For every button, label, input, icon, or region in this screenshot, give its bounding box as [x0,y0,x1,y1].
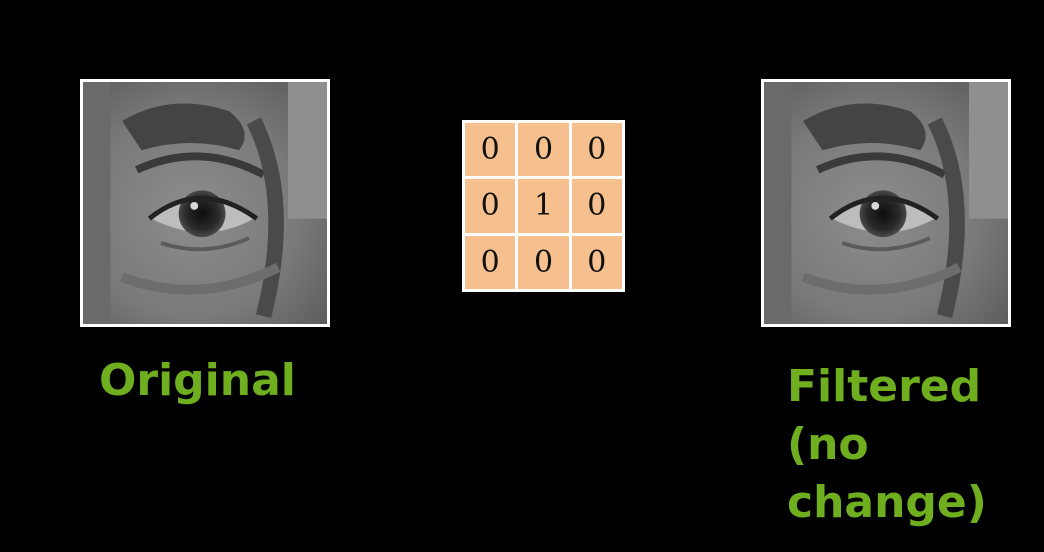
eye-image-original [83,82,327,324]
kernel-cell: 0 [518,235,569,289]
kernel-cell: 0 [571,235,622,289]
original-label: Original [99,355,296,406]
kernel-cell: 0 [518,123,569,177]
kernel-cell: 0 [465,123,516,177]
kernel-cell: 1 [518,179,569,233]
kernel-cell: 0 [571,123,622,177]
kernel-cell: 0 [571,179,622,233]
filtered-label: Filtered (no change) [787,361,987,528]
original-image [80,79,330,327]
kernel-cell: 0 [465,235,516,289]
eye-image-filtered [764,82,1008,324]
kernel-cell: 0 [465,179,516,233]
filtered-image [761,79,1011,327]
